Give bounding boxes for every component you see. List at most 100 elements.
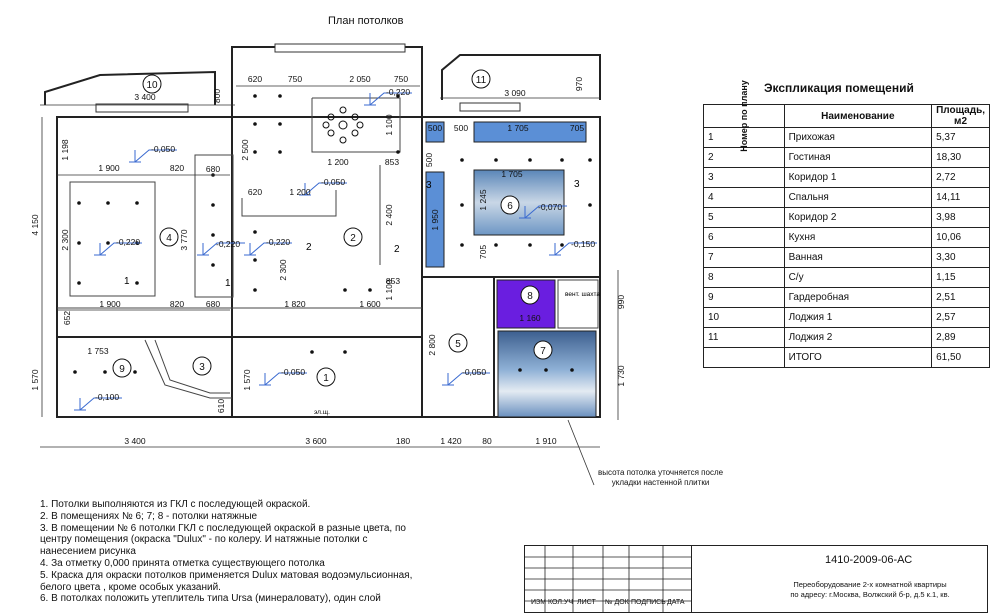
cell-name: ИТОГО xyxy=(783,347,933,368)
svg-text:1 705: 1 705 xyxy=(501,169,523,179)
project-description: Переоборудование 2-х комнатной квартиры … xyxy=(790,580,950,599)
note-line: нанесением рисунка xyxy=(40,546,136,558)
cell-area: 3,30 xyxy=(931,247,990,268)
svg-text:1: 1 xyxy=(323,373,329,384)
room-circles xyxy=(112,69,553,387)
notes: 1. Потолки выполняются из ГКЛ с последую… xyxy=(40,499,460,605)
cell-area: 10,06 xyxy=(931,227,990,248)
cell-num: 5 xyxy=(703,207,785,228)
svg-text:1 730: 1 730 xyxy=(616,365,626,387)
cell-area: 61,50 xyxy=(931,347,990,368)
svg-text:3: 3 xyxy=(199,362,205,373)
svg-text:970: 970 xyxy=(574,77,584,91)
kitchen-blue-top xyxy=(473,121,587,143)
svg-text:2 800: 2 800 xyxy=(427,334,437,356)
svg-text:680: 680 xyxy=(206,299,220,309)
svg-text:180: 180 xyxy=(396,436,410,446)
svg-text:3: 3 xyxy=(426,180,432,191)
svg-text:1 910: 1 910 xyxy=(535,436,557,446)
svg-text:2 500: 2 500 xyxy=(240,139,250,161)
vent-shaft-label: вент. шахта xyxy=(565,291,600,298)
cell-num: 4 xyxy=(703,187,785,208)
svg-text:1 100: 1 100 xyxy=(384,279,394,301)
col-list: ЛИСТ xyxy=(577,599,596,606)
kitchen-blue-side xyxy=(425,171,445,268)
svg-text:2 050: 2 050 xyxy=(349,74,371,84)
svg-text:1 570: 1 570 xyxy=(242,369,252,391)
svg-text:990: 990 xyxy=(616,295,626,309)
note-line: 4. За отметку 0,000 принята отметка суще… xyxy=(40,557,325,569)
partitions xyxy=(57,97,599,399)
room-numbers: 10 11 4 2 6 8 5 7 3 9 1 xyxy=(119,75,546,384)
cell-name: С/у xyxy=(783,267,933,288)
col-doc: № ДОК xyxy=(605,599,629,606)
svg-text:1 160: 1 160 xyxy=(519,313,541,323)
dimension-lines xyxy=(40,85,619,486)
svg-text:-0,050: -0,050 xyxy=(321,177,345,187)
svg-text:705: 705 xyxy=(478,245,488,259)
svg-text:-0,050: -0,050 xyxy=(462,367,486,377)
svg-text:500: 500 xyxy=(454,123,468,133)
svg-text:1 705: 1 705 xyxy=(507,123,529,133)
svg-text:1 200: 1 200 xyxy=(327,157,349,167)
svg-text:3 400: 3 400 xyxy=(134,92,156,102)
svg-text:-0,070: -0,070 xyxy=(538,202,562,212)
col-date: ДАТА xyxy=(667,599,685,606)
svg-text:750: 750 xyxy=(288,74,302,84)
level-marks xyxy=(74,92,597,411)
note-line: 6. В потолках положить утеплитель типа U… xyxy=(40,593,381,605)
dimensions: 620 750 2 050 750 3 400 3 090 1 900 820 … xyxy=(87,74,584,446)
title-block-grid xyxy=(525,546,692,612)
svg-text:750: 750 xyxy=(394,74,408,84)
cell-name: Ванная xyxy=(783,247,933,268)
svg-text:853: 853 xyxy=(386,276,400,286)
svg-text:11: 11 xyxy=(476,75,487,86)
svg-text:2: 2 xyxy=(350,233,356,244)
col-izm: ИЗМ xyxy=(531,599,547,606)
svg-text:7: 7 xyxy=(540,346,546,357)
cell-num: 6 xyxy=(703,227,785,248)
cell-num: 11 xyxy=(703,327,785,348)
col-kol: КОЛ.УЧ xyxy=(548,599,574,606)
svg-text:705: 705 xyxy=(570,123,584,133)
svg-text:9: 9 xyxy=(119,364,125,375)
note-line: 2. В помещениях № 6; 7; 8 - потолки натя… xyxy=(40,510,258,522)
svg-text:-0,220: -0,220 xyxy=(266,237,290,247)
title-block: ИЗМ КОЛ.УЧ ЛИСТ № ДОК ПОДПИСЬ ДАТА 1410-… xyxy=(524,545,988,613)
svg-text:3 770: 3 770 xyxy=(179,229,189,251)
windows xyxy=(95,43,521,113)
svg-text:620: 620 xyxy=(248,187,262,197)
explication-title: Экспликация помещений xyxy=(764,81,914,95)
svg-text:610: 610 xyxy=(216,399,226,413)
note-line: 1. Потолки выполняются из ГКЛ с последую… xyxy=(40,499,311,510)
header-name: Наименование xyxy=(783,104,933,128)
header-num: Номер по плану xyxy=(703,80,785,151)
svg-text:2: 2 xyxy=(394,244,400,255)
svg-text:-0,220: -0,220 xyxy=(386,87,410,97)
svg-text:-0,220: -0,220 xyxy=(216,239,240,249)
svg-text:-0,050: -0,050 xyxy=(281,367,305,377)
chandelier-icon xyxy=(322,106,364,144)
svg-text:80: 80 xyxy=(482,436,492,446)
svg-text:-0,150: -0,150 xyxy=(571,239,595,249)
cell-num: 8 xyxy=(703,267,785,288)
svg-text:1 600: 1 600 xyxy=(359,299,381,309)
svg-text:3 400: 3 400 xyxy=(124,436,146,446)
svg-text:1 198: 1 198 xyxy=(60,139,70,161)
header-area: Площадь, м2 xyxy=(931,104,990,128)
cell-area: 5,37 xyxy=(931,127,990,148)
svg-text:1 900: 1 900 xyxy=(98,163,120,173)
svg-text:4 150: 4 150 xyxy=(30,214,40,236)
cell-num: 3 xyxy=(703,167,785,188)
svg-text:2 300: 2 300 xyxy=(60,229,70,251)
svg-text:620: 620 xyxy=(248,74,262,84)
col-sign: ПОДПИСЬ xyxy=(631,599,666,606)
cell-name: Коридор 2 xyxy=(783,207,933,228)
cell-area: 2,57 xyxy=(931,307,990,328)
cell-name: Гардеробная xyxy=(783,287,933,308)
svg-text:2 400: 2 400 xyxy=(384,204,394,226)
